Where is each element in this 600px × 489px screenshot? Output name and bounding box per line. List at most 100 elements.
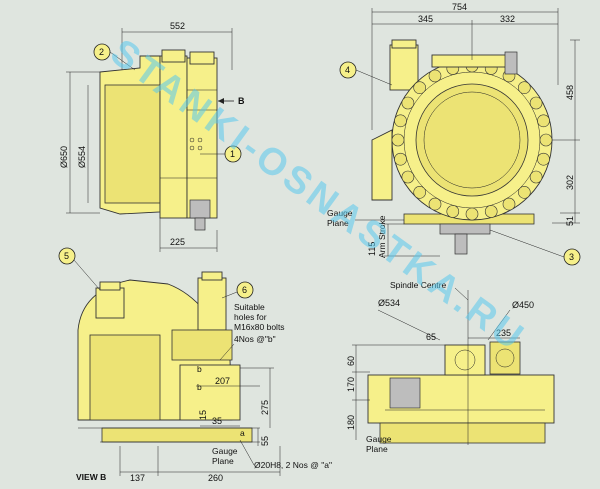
letter-b-1: b	[197, 364, 202, 374]
view-b-tower-right	[197, 277, 227, 331]
dim-15: 15	[198, 410, 208, 420]
tool-pocket	[529, 170, 543, 184]
dim-260: 260	[208, 473, 223, 483]
tool-change-arm	[439, 223, 491, 235]
dim-180: 180	[346, 415, 356, 430]
dim-345: 345	[418, 14, 433, 24]
callout-2-text: 2	[99, 47, 104, 57]
tool-pocket	[391, 133, 405, 147]
dim-65: 65	[426, 332, 436, 342]
dim-60: 60	[346, 356, 356, 366]
tool-pocket	[529, 96, 543, 110]
front-view-tower	[389, 44, 419, 91]
side-view-spindle	[189, 199, 211, 219]
callouts: 1 2 3 4 5 6	[58, 43, 581, 299]
bolt-holes-note-3: M16x80 bolts	[234, 322, 285, 332]
side-view-cap-left	[161, 49, 186, 63]
view-b-lower-block	[179, 364, 241, 421]
letter-b-2: b	[197, 382, 202, 392]
table-spindle-housing	[444, 344, 486, 376]
table-magazine	[489, 341, 521, 375]
dim-arm-stroke-value: 115	[367, 242, 377, 256]
gauge-plane-1-line1: Gauge	[327, 208, 353, 218]
dim-534: Ø534	[378, 298, 400, 308]
dim-225: 225	[170, 237, 185, 247]
tool-pocket	[413, 81, 427, 94]
dim-552: 552	[170, 21, 185, 31]
arm-stroke-label: Arm Stroke	[377, 215, 387, 258]
table-motor	[389, 377, 421, 409]
view-b-base-plate	[101, 427, 253, 443]
dim-137: 137	[130, 473, 145, 483]
gauge-plane-2-line1: Gauge	[212, 446, 238, 456]
view-b-cap-right	[201, 271, 223, 281]
side-view-tool-holder	[194, 217, 206, 231]
side-view-tower-left	[159, 55, 188, 219]
dim-51: 51	[565, 216, 575, 226]
spindle-centre-label: Spindle Centre	[390, 280, 447, 290]
tool-pocket	[537, 114, 550, 128]
dim-754: 754	[452, 2, 467, 12]
callout-4-text: 4	[345, 65, 350, 75]
callout-1-text: 1	[230, 149, 235, 159]
view-b-title: VIEW B	[76, 472, 106, 482]
side-view-cap-right	[189, 51, 215, 65]
tool-pocket	[428, 69, 442, 83]
view-b-tower-left	[95, 287, 125, 319]
callout-5-text: 5	[64, 251, 69, 261]
dim-275: 275	[260, 400, 270, 415]
bolt-holes-note-4: 4Nos @"b"	[234, 334, 276, 344]
dim-332: 332	[500, 14, 515, 24]
table-view: Spindle Centre Ø534 Ø450 65 235 60 170 1…	[346, 280, 555, 454]
dim-554: Ø554	[77, 146, 87, 168]
tool-pocket	[537, 152, 550, 166]
gauge-plane-3-line2: Plane	[366, 444, 388, 454]
letter-a: a	[240, 428, 245, 438]
dim-650: Ø650	[59, 146, 69, 168]
bolt-holes-note-2: holes for	[234, 312, 267, 322]
gauge-plane-2-line2: Plane	[212, 456, 234, 466]
dim-55: 55	[260, 436, 270, 446]
side-view-panel	[104, 84, 161, 204]
view-b-motor-block	[171, 329, 233, 361]
tool-pocket	[484, 205, 498, 218]
callout-6	[236, 281, 254, 299]
callout-6-text: 6	[242, 285, 247, 295]
tool-pocket	[517, 81, 531, 94]
view-b-housing	[89, 334, 161, 421]
dim-235: 235	[496, 328, 511, 338]
tool-pocket	[502, 197, 516, 211]
dowel-note: Ø20H8, 2 Nos @ "a"	[254, 460, 332, 470]
tool-pocket	[394, 152, 407, 166]
view-b-cap-left	[99, 281, 121, 291]
bolt-holes-note-1: Suitable	[234, 302, 265, 312]
front-view-motor	[504, 51, 518, 75]
tool-pocket	[413, 186, 427, 199]
tool-pocket	[394, 114, 407, 128]
dim-207: 207	[215, 376, 230, 386]
callout-5	[58, 247, 76, 265]
tool-pocket	[465, 207, 479, 221]
tool-pocket	[428, 197, 442, 211]
arm-spindle	[454, 233, 468, 255]
side-view: B 552 Ø650 Ø554 225	[59, 21, 245, 252]
tool-pocket	[517, 186, 531, 199]
front-view: 754 345 332 458 302 51 115 Arm Stroke Ga…	[327, 2, 580, 258]
dim-458: 458	[565, 85, 575, 100]
dim-450: Ø450	[512, 300, 534, 310]
gauge-plane-1-line2: Plane	[327, 218, 349, 228]
front-view-bracket	[371, 129, 393, 201]
carousel-inner-disc	[415, 83, 529, 197]
view-b-arrow-label: B	[238, 96, 245, 106]
gauge-plane-3-line1: Gauge	[366, 434, 392, 444]
tool-pocket	[446, 205, 460, 218]
dim-302: 302	[565, 175, 575, 190]
tool-pocket	[401, 96, 415, 110]
callout-3-text: 3	[569, 252, 574, 262]
